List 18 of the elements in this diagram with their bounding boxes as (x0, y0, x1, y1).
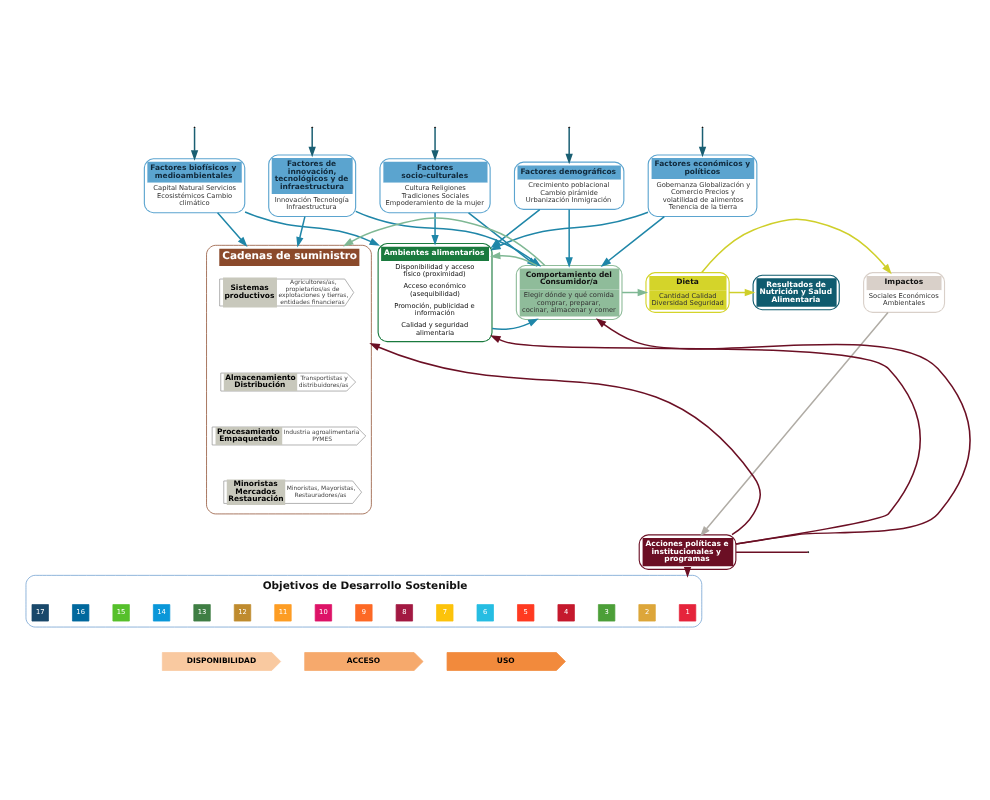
arrow (565, 126, 573, 164)
arrow (308, 126, 316, 157)
arrow (701, 217, 892, 274)
arrow (431, 126, 439, 160)
arrow (190, 126, 199, 160)
arrow (244, 210, 381, 245)
arrow (595, 317, 971, 544)
arrow (369, 342, 761, 535)
arrow (565, 207, 573, 267)
arrow (431, 211, 439, 245)
arrow (296, 214, 306, 247)
connector (735, 550, 809, 552)
arrow (600, 214, 666, 266)
arrow (700, 310, 889, 536)
arrow (490, 334, 922, 544)
arrow (491, 317, 539, 330)
arrow (216, 211, 248, 247)
arrow (698, 126, 707, 157)
